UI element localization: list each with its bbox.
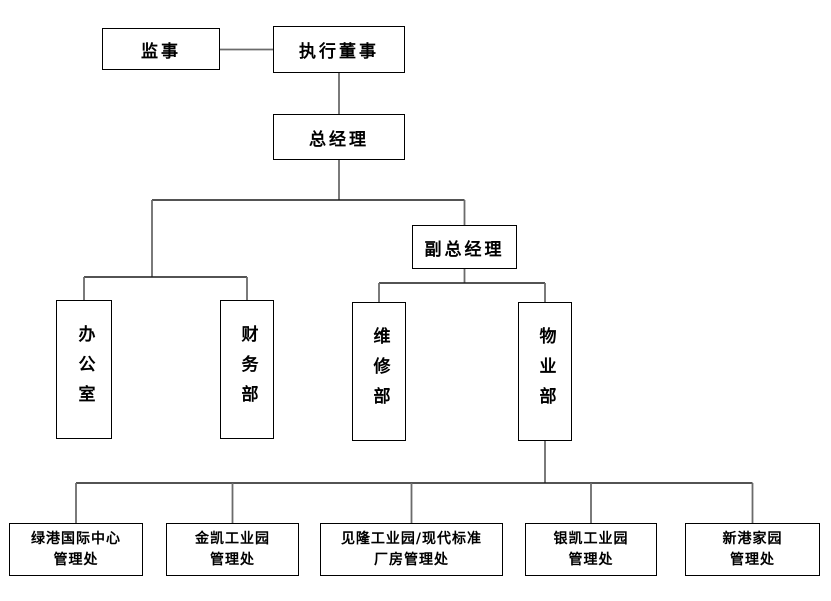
node-property-dept-label: 物业部 bbox=[535, 326, 556, 417]
node-general-manager-label: 总经理 bbox=[309, 129, 369, 150]
node-supervisor: 监事 bbox=[102, 28, 220, 70]
node-supervisor-label: 监事 bbox=[141, 41, 181, 62]
node-deputy-general-manager-label: 副总经理 bbox=[424, 239, 505, 260]
node-xingang-management-office: 新港家园 管理处 bbox=[685, 523, 820, 576]
node-office-label: 办公室 bbox=[74, 324, 95, 415]
node-jianlong-line1: 见隆工业园/现代标准 bbox=[340, 530, 483, 547]
node-lvgang-management-office: 绿港国际中心 管理处 bbox=[9, 523, 143, 576]
node-office: 办公室 bbox=[56, 300, 112, 439]
node-xingang-line2: 管理处 bbox=[730, 551, 775, 568]
node-finance-dept: 财务部 bbox=[220, 300, 274, 439]
node-yinkai-line2: 管理处 bbox=[568, 551, 614, 568]
node-executive-director: 执行董事 bbox=[273, 26, 405, 73]
node-jinkai-line2: 管理处 bbox=[210, 551, 255, 568]
node-general-manager: 总经理 bbox=[273, 114, 405, 160]
node-deputy-general-manager: 副总经理 bbox=[412, 225, 517, 269]
node-lvgang-line1: 绿港国际中心 bbox=[31, 530, 121, 547]
node-maintenance-dept-label: 维修部 bbox=[369, 326, 390, 417]
node-property-dept: 物业部 bbox=[518, 302, 572, 441]
node-jinkai-management-office: 金凯工业园 管理处 bbox=[166, 523, 299, 576]
node-maintenance-dept: 维修部 bbox=[352, 302, 406, 441]
node-jianlong-line2: 厂房管理处 bbox=[374, 551, 449, 568]
node-yinkai-line1: 银凯工业园 bbox=[553, 530, 629, 547]
node-yinkai-management-office: 银凯工业园 管理处 bbox=[525, 523, 657, 576]
node-finance-dept-label: 财务部 bbox=[237, 324, 258, 415]
node-lvgang-line2: 管理处 bbox=[53, 551, 99, 568]
node-jinkai-line1: 金凯工业园 bbox=[195, 530, 270, 547]
node-xingang-line1: 新港家园 bbox=[722, 530, 783, 547]
node-jianlong-management-office: 见隆工业园/现代标准 厂房管理处 bbox=[320, 523, 503, 576]
node-executive-director-label: 执行董事 bbox=[299, 42, 379, 62]
